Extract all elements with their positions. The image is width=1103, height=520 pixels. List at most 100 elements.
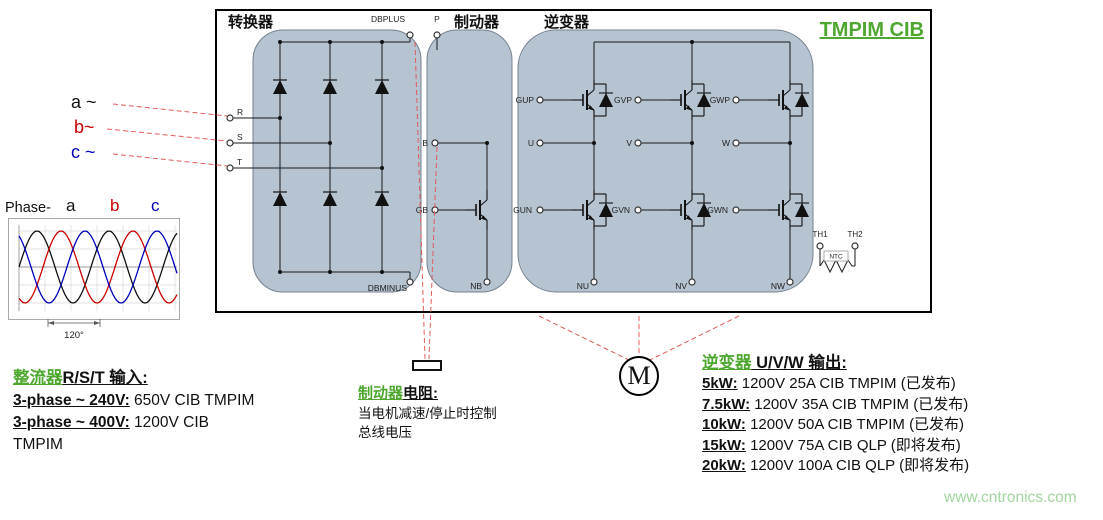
- inverter-row-10kw: 10kW: 1200V 50A CIB TMPIM (已发布): [702, 416, 965, 433]
- schematic: 转换器 制动器 逆变器 TMPIM CIB: [215, 9, 932, 313]
- brake-note-heading: 制动器电阻:: [358, 384, 578, 404]
- waveform-svg: [18, 225, 178, 311]
- terminal-GUN-label: GUN: [513, 205, 532, 215]
- junction-dots: [278, 40, 792, 274]
- terminal-DBPLUS-label: DBPLUS: [371, 14, 405, 24]
- brake-block: [426, 29, 513, 293]
- terminal-B: [431, 139, 439, 147]
- terminal-TH1: [816, 242, 824, 250]
- terminal-NV: [688, 278, 696, 286]
- angle-annotation: 120°: [47, 319, 101, 341]
- ntc-label: NTC: [829, 254, 843, 261]
- waveform-legend-b: b: [110, 196, 120, 215]
- inverter-heading-green: 逆变器: [702, 354, 752, 372]
- terminal-GUN: [536, 206, 544, 214]
- rectifier-note-heading: 整流器R/S/T 输入:: [13, 366, 353, 390]
- terminal-U-label: U: [528, 138, 534, 148]
- terminal-GWN-label: GWN: [707, 205, 728, 215]
- terminal-TH2: [851, 242, 859, 250]
- terminal-V: [634, 139, 642, 147]
- terminal-S: [226, 139, 234, 147]
- terminal-GWP: [732, 96, 740, 104]
- inverter-note-heading: 逆变器 U/V/W 输出:: [702, 352, 1102, 374]
- terminal-TH2-label: TH2: [847, 230, 863, 239]
- phase-a-label: a ~: [71, 92, 97, 112]
- terminal-NW: [786, 278, 794, 286]
- waveform-phase-a: [18, 230, 178, 304]
- motor-symbol: M: [619, 356, 659, 396]
- inverter-row-20kw: 20kW: 1200V 100A CIB QLP (即将发布): [702, 457, 970, 474]
- inverter-row-5kw: 5kW: 1200V 25A CIB TMPIM (已发布): [702, 375, 956, 392]
- brake-note-line2: 总线电压: [358, 425, 412, 440]
- inverter-row-7-5kw: 7.5kW: 1200V 35A CIB TMPIM (已发布): [702, 395, 969, 413]
- brake-title: 制动器: [454, 13, 500, 31]
- rectifier-heading-green: 整流器: [13, 369, 63, 387]
- terminal-GB-label: GB: [416, 205, 429, 215]
- waveform-series: [18, 230, 178, 304]
- rectifier-row-240v: 3-phase ~ 240V: 650V CIB TMPIM: [13, 392, 255, 409]
- inverter-row-15kw: 15kW: 1200V 75A CIB QLP (即将发布): [702, 436, 961, 454]
- terminal-GVN: [634, 206, 642, 214]
- terminal-NU: [590, 278, 598, 286]
- terminal-R-label: R: [237, 107, 243, 117]
- rectifier-note: 整流器R/S/T 输入: 3-phase ~ 240V: 650V CIB TM…: [13, 366, 353, 456]
- terminal-W-label: W: [722, 138, 730, 148]
- terminal-GWP-label: GWP: [710, 95, 731, 105]
- terminal-U: [536, 139, 544, 147]
- terminal-GVN-label: GVN: [612, 205, 630, 215]
- terminal-NW-label: NW: [771, 281, 785, 291]
- terminal-B-label: B: [422, 138, 428, 148]
- brake-note-line1: 当电机减速/停止时控制: [358, 406, 497, 421]
- waveform-phase-c: [18, 230, 178, 304]
- terminal-GVP-label: GVP: [614, 95, 632, 105]
- terminal-GUP: [536, 96, 544, 104]
- terminal-GWN: [732, 206, 740, 214]
- callout-c-to-T: [112, 153, 228, 167]
- motor-label: M: [627, 361, 651, 390]
- brake-resistor-icon: [412, 360, 442, 371]
- inverter-note: 逆变器 U/V/W 输出: 5kW: 1200V 25A CIB TMPIM (…: [702, 352, 1102, 477]
- callout-a-to-R: [112, 103, 228, 117]
- angle-label: 120°: [64, 330, 84, 341]
- callout-U-to-motor: [538, 315, 632, 362]
- rectifier-row-wrap: TMPIM: [13, 436, 63, 453]
- waveform-phase-b: [18, 230, 178, 304]
- terminal-DBMINUS-label: DBMINUS: [368, 283, 408, 293]
- inverter-heading-black: U/V/W 输出:: [751, 354, 847, 372]
- inverter-title: 逆变器: [544, 13, 590, 31]
- ntc-label-box: [823, 250, 849, 262]
- inverter-block: [517, 29, 814, 293]
- terminal-pins: [226, 31, 859, 286]
- terminal-W: [732, 139, 740, 147]
- rectifier-row-400v: 3-phase ~ 400V: 1200V CIB: [13, 414, 210, 431]
- phase-c-label: c ~: [71, 142, 96, 162]
- brake-circuit: [436, 38, 488, 279]
- terminal-GVP: [634, 96, 642, 104]
- terminal-GB: [431, 206, 439, 214]
- terminal-V-label: V: [626, 138, 632, 148]
- waveform-legend-a: a: [66, 196, 76, 215]
- terminal-NB: [483, 278, 491, 286]
- arrow-right-icon: [94, 321, 100, 325]
- terminal-NB-label: NB: [470, 281, 482, 291]
- phase-b-label: b~: [74, 117, 95, 137]
- terminal-NU-label: NU: [577, 281, 589, 291]
- terminal-NV-label: NV: [675, 281, 687, 291]
- ntc-thermistor-icon: [819, 249, 856, 274]
- terminal-S-label: S: [237, 132, 243, 142]
- module-title: TMPIM CIB: [820, 19, 924, 41]
- rectifier-heading-black: R/S/T 输入:: [62, 369, 148, 387]
- phase-waveform-chart: [8, 218, 180, 320]
- watermark: www.cntronics.com: [944, 489, 1077, 506]
- brake-heading-green: 制动器: [358, 385, 404, 402]
- terminal-GUP-label: GUP: [516, 95, 535, 105]
- terminal-P-label: P: [434, 14, 440, 24]
- terminal-DBMINUS: [406, 278, 414, 286]
- arrow-left-icon: [48, 321, 54, 325]
- brake-note: 制动器电阻: 当电机减速/停止时控制 总线电压: [358, 384, 578, 442]
- terminal-T-label: T: [237, 157, 242, 167]
- terminal-P: [433, 31, 441, 39]
- converter-block: [252, 29, 422, 293]
- callout-b-to-S: [106, 128, 228, 142]
